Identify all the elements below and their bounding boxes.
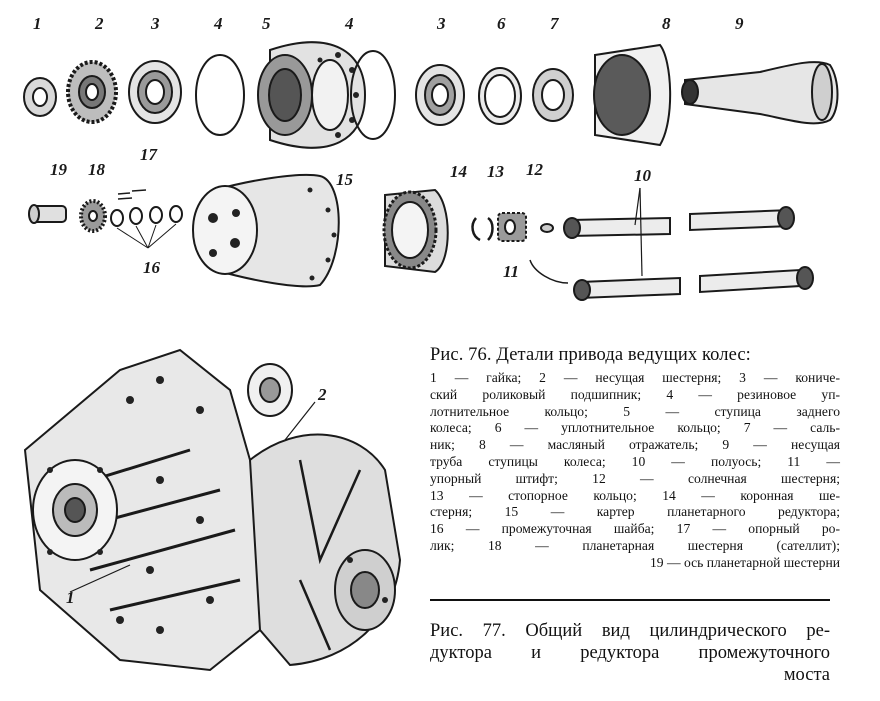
- part-seal-ring-drawing: [478, 67, 522, 125]
- part-washers-drawing: [110, 205, 183, 249]
- part-carrier-gear-drawing: [66, 60, 118, 124]
- part-bearing-2-drawing: [415, 64, 465, 126]
- caption-line: труба ступицы колеса; 10 — полуось; 11 —: [430, 453, 840, 469]
- part-rubber-ring-2-drawing: [350, 50, 396, 140]
- caption-divider: [430, 599, 830, 601]
- part-axle-shafts-drawing: [563, 187, 814, 301]
- caption-line: лик; 18 — планетарная шестерня (сателлит…: [430, 537, 840, 553]
- part-snap-ring-drawing: [471, 216, 494, 242]
- part-number-4b: 4: [345, 14, 354, 33]
- caption-line: колеса; 6 — уплотнительное кольцо; 7 — с…: [430, 420, 840, 436]
- fig77-part-number-2: 2: [318, 385, 327, 404]
- part-number-14: 14: [450, 162, 467, 181]
- part-number-7: 7: [550, 14, 559, 33]
- figure-76-caption-legend: 1 — гайка; 2 — несущая шестерня; 3 — кон…: [430, 370, 840, 572]
- part-number-18: 18: [88, 160, 105, 179]
- part-number-11: 11: [503, 262, 520, 281]
- part-number-5: 5: [262, 14, 271, 33]
- part-planet-gear-drawing: [79, 199, 107, 233]
- part-rear-hub-drawing: [257, 41, 367, 149]
- figure-76-caption-title: Рис. 76. Детали привода ведущих колес:: [430, 345, 751, 365]
- part-number-10: 10: [634, 166, 651, 185]
- caption-line: упорный штифт; 12 — солнечная шестерня;: [430, 470, 840, 486]
- part-number-19: 19: [50, 160, 67, 179]
- part-planetary-housing-drawing: [192, 173, 340, 288]
- part-number-15: 15: [336, 170, 353, 189]
- part-number-3b: 3: [437, 14, 446, 33]
- part-number-17: 17: [140, 145, 157, 164]
- part-number-13: 13: [487, 162, 504, 181]
- caption-line: лотнительное кольцо; 5 — ступица заднего: [430, 403, 840, 419]
- part-number-16: 16: [143, 258, 160, 277]
- part-rubber-ring-drawing: [195, 54, 245, 136]
- figure-77-reducer-view: 1 2: [0, 330, 430, 696]
- part-oil-seal-drawing: [532, 68, 574, 122]
- caption-line: 19 — ось планетарной шестерни: [649, 554, 840, 570]
- caption-line: ский роликовый подшипник; 4 — резиновое …: [430, 386, 840, 402]
- part-planet-pin-drawing: [28, 204, 67, 224]
- part-ring-gear-drawing: [382, 188, 449, 274]
- figure-77-caption: Рис. 77. Общий вид цилиндрического ре- д…: [430, 620, 830, 686]
- part-rollers-drawing: [117, 189, 147, 200]
- caption-line: 1 — гайка; 2 — несущая шестерня; 3 — кон…: [430, 370, 840, 385]
- part-number-3: 3: [151, 14, 160, 33]
- part-number-2: 2: [95, 14, 104, 33]
- part-number-12: 12: [526, 160, 543, 179]
- caption-line: моста: [783, 665, 830, 685]
- part-number-4: 4: [214, 14, 223, 33]
- part-bearing-drawing: [128, 60, 182, 124]
- caption-line: Рис. 77. Общий вид цилиндрического ре-: [430, 621, 830, 641]
- part-number-1: 1: [33, 14, 42, 33]
- caption-line: дуктора и редуктора промежуточного: [430, 643, 830, 663]
- part-number-8: 8: [662, 14, 671, 33]
- caption-line: 13 — стопорное кольцо; 14 — коронная ше-: [430, 487, 840, 503]
- fig77-part-number-1: 1: [66, 588, 75, 607]
- figure-77-drawing: [23, 348, 402, 672]
- part-carrier-tube-drawing: [681, 61, 839, 125]
- part-sun-gear-drawing: [497, 212, 527, 242]
- part-oil-deflector-drawing: [593, 43, 672, 147]
- caption-line: 16 — промежуточная шайба; 17 — опорный р…: [430, 521, 840, 537]
- caption-line: стерня; 15 — картер планетарного редукто…: [430, 504, 840, 520]
- caption-line: ник; 8 — масляный отражатель; 9 — несуща…: [430, 437, 840, 453]
- part-number-9: 9: [735, 14, 744, 33]
- part-thrust-pin-drawing: [540, 223, 554, 233]
- part-nut-drawing: [23, 77, 57, 117]
- part-number-6: 6: [497, 14, 506, 33]
- figure-76-drawing: [23, 41, 839, 301]
- figure-76-exploded-parts: 1 2 3 4 5 4 3 6 7 8 9 19 18 17 16 15 14 …: [0, 0, 880, 320]
